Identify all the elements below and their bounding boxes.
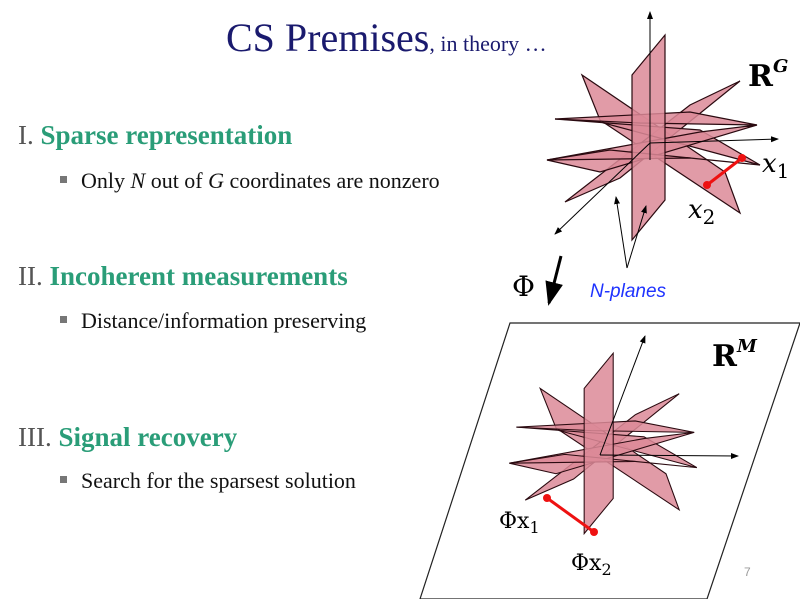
- bottom-planes-group: [509, 351, 698, 536]
- section-title: Signal recovery: [58, 422, 238, 452]
- nplanes-pointer-arrow: [626, 205, 647, 269]
- bullet-icon: [60, 176, 67, 184]
- section-title: Sparse representation: [40, 120, 293, 150]
- section-title: Incoherent measurements: [49, 261, 348, 291]
- section-heading-2: II. Incoherent measurements: [18, 261, 348, 292]
- x-segment-top: [703, 154, 746, 189]
- title-sub: , in theory …: [429, 31, 547, 56]
- phi-label: Φ: [512, 270, 535, 303]
- phi-arrow: [545, 255, 563, 306]
- math-g: G: [208, 168, 225, 193]
- axis-horizontal-bottom: [599, 452, 739, 459]
- nplanes-pointer-arrow: [614, 196, 628, 269]
- bullet-text: out of: [145, 168, 209, 193]
- bullet-icon: [60, 476, 67, 484]
- top-planes-group: [546, 33, 761, 242]
- bullet-text: coordinates are nonzero: [224, 168, 440, 193]
- bullet-2: Distance/information preserving: [60, 308, 366, 334]
- space-rg-label: RG: [748, 56, 788, 94]
- title-main: CS Premises: [226, 15, 430, 60]
- bullet-text: Only: [81, 168, 131, 193]
- phi-x1-label: Φx1: [499, 509, 540, 537]
- x2-label: x2: [688, 195, 715, 229]
- section-numeral: I.: [18, 120, 34, 150]
- section-numeral: III.: [18, 422, 52, 452]
- x1-label: x1: [762, 149, 789, 183]
- subspace-plane: [583, 351, 614, 536]
- slide-title: CS Premises, in theory …: [226, 14, 547, 61]
- axis-vertical-bottom: [599, 335, 646, 456]
- axis-x2-top: [554, 142, 651, 235]
- phi-x-segment-bottom: [543, 494, 598, 536]
- space-rm-label: RM: [712, 336, 758, 374]
- bullet-text: Distance/information preserving: [81, 308, 367, 333]
- section-heading-1: I. Sparse representation: [18, 120, 292, 151]
- axis-x1-top: [649, 136, 779, 144]
- phi-x2-label: Φx2: [571, 551, 612, 579]
- math-n: N: [130, 168, 146, 193]
- bullet-icon: [60, 316, 67, 324]
- bullet-1: Only N out of G coordinates are nonzero: [60, 168, 440, 194]
- n-planes-label: N-planes: [590, 281, 667, 302]
- bullet-3: Search for the sparsest solution: [60, 468, 356, 494]
- bullet-text: Search for the sparsest solution: [81, 468, 356, 493]
- measurement-space-plane: [419, 322, 800, 599]
- section-heading-3: III. Signal recovery: [18, 422, 237, 453]
- page-number: 7: [744, 565, 751, 579]
- subspace-plane: [631, 33, 666, 242]
- section-numeral: II.: [18, 261, 43, 291]
